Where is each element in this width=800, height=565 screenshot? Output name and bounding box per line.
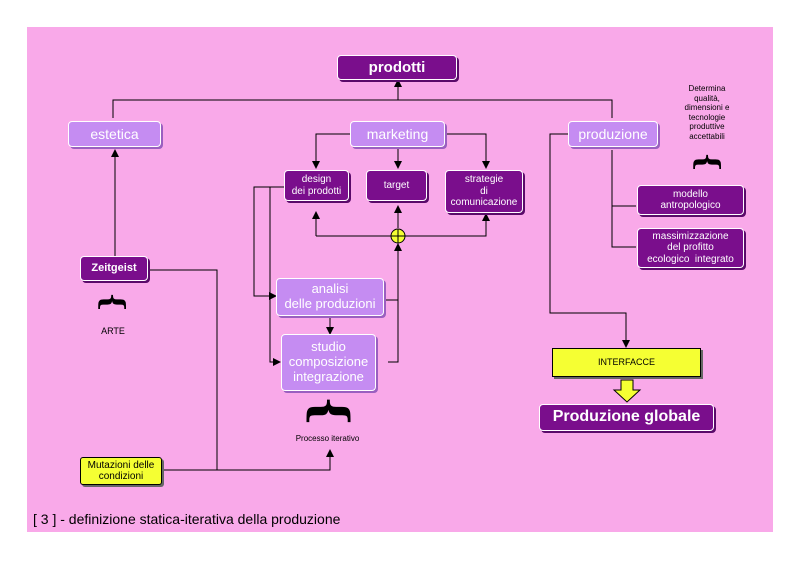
node-produzione-globale: Produzione globale bbox=[539, 404, 714, 431]
node-analisi-delle-produzioni: analisi delle produzioni bbox=[276, 278, 384, 316]
note-processo-iterativo: Processo iterativo bbox=[295, 434, 360, 443]
node-massimizzazione-del-profitto: massimizzazione del profitto ecologico i… bbox=[637, 228, 744, 268]
node-studio-composizione-integrazione: studio composizione integrazione bbox=[281, 334, 376, 391]
node-mutazioni-delle-condizioni: Mutazioni delle condizioni bbox=[80, 457, 162, 485]
svg-text:{: { bbox=[95, 292, 130, 311]
node-target: target bbox=[366, 170, 427, 201]
node-estetica: estetica bbox=[68, 121, 161, 147]
node-strategie-di-comunicazione: strategie di comunicazione bbox=[445, 170, 523, 213]
note-arte: ARTE bbox=[101, 326, 125, 336]
diagram-canvas bbox=[27, 27, 773, 532]
node-design-dei-prodotti: design dei prodotti bbox=[284, 170, 349, 201]
note-determina: Determina qualità, dimensioni e tecnolog… bbox=[684, 84, 730, 141]
figure-caption: [ 3 ] - definizione statica-iterativa de… bbox=[33, 511, 341, 527]
node-zeitgeist: Zeitgeist bbox=[80, 256, 148, 281]
svg-text:{: { bbox=[690, 152, 725, 171]
node-interfacce: INTERFACCE bbox=[552, 348, 701, 377]
svg-text:{: { bbox=[302, 396, 358, 427]
node-produzione: produzione bbox=[568, 121, 658, 147]
node-marketing: marketing bbox=[350, 121, 445, 147]
node-prodotti: prodotti bbox=[337, 55, 457, 80]
node-modello-antropologico: modello antropologico bbox=[637, 185, 744, 215]
